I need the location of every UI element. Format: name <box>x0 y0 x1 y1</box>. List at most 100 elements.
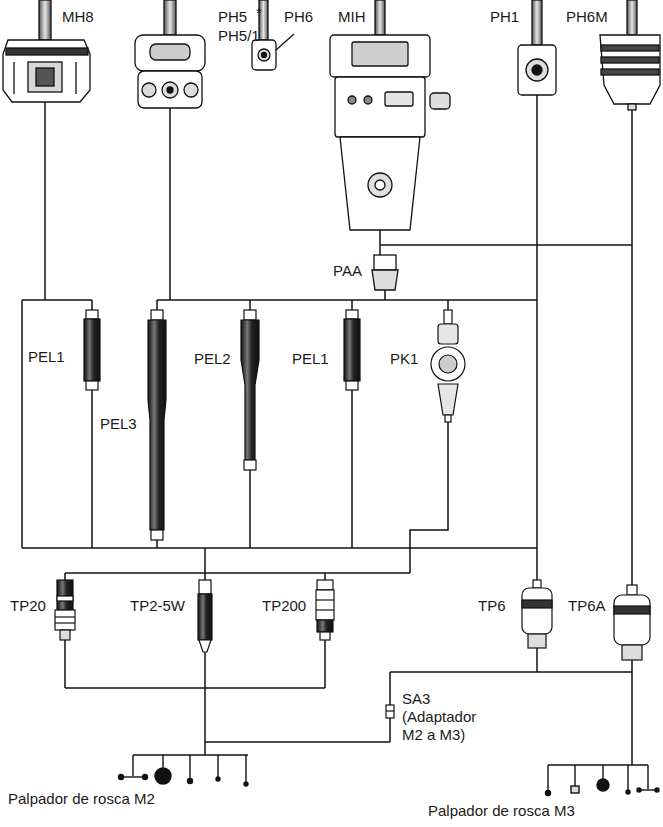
extension-bar-part <box>86 381 98 390</box>
probe-head-part <box>352 42 408 66</box>
probe-head-part <box>276 34 294 50</box>
wire-part <box>631 110 633 585</box>
wire-part <box>380 244 632 246</box>
probe-body-part <box>386 710 394 711</box>
probe-head-part <box>532 0 542 45</box>
probe-head-part <box>600 35 660 104</box>
adaptor-part <box>372 270 398 290</box>
knuckle-joint-part <box>444 310 452 324</box>
wire-part <box>204 652 206 755</box>
head-label: PH5/1 <box>218 27 260 45</box>
probe-body-part <box>522 600 552 608</box>
probe-head-part <box>138 71 202 108</box>
probe-head-part <box>348 96 356 104</box>
probe-head-part <box>628 104 636 110</box>
wire-part <box>324 573 326 580</box>
stylus-caption: Palpador de rosca M2 <box>8 790 155 808</box>
probe-body-part <box>622 645 642 660</box>
wire-part <box>631 660 633 765</box>
wire-part <box>548 764 648 766</box>
probe-body-part <box>199 580 211 594</box>
probe-body-part <box>55 616 75 617</box>
wire-part <box>390 671 632 673</box>
extension-bar-part <box>346 310 358 319</box>
probe-head-part <box>262 53 267 58</box>
probe-head-part <box>150 44 190 60</box>
probe-head-part <box>36 68 54 86</box>
extension-bar-part <box>241 320 259 460</box>
wire-part <box>44 100 46 300</box>
probe-head-part <box>252 40 276 70</box>
probe-head-part <box>335 77 425 137</box>
extension-label: PEL3 <box>100 415 137 433</box>
wire-part <box>379 230 381 255</box>
probe-label: TP2-5W <box>130 597 185 615</box>
probe-head-part <box>532 65 542 75</box>
probe-body-part <box>317 580 333 590</box>
extension-label: PEL1 <box>28 348 65 366</box>
probe-head-part <box>385 92 413 106</box>
extension-bar-part <box>148 320 166 530</box>
adaptor-label: SA3 <box>402 690 430 708</box>
stylus-part <box>162 755 163 768</box>
probe-body-part <box>386 705 394 718</box>
wire-part <box>351 300 353 310</box>
probe-head-part <box>518 45 556 95</box>
stylus-part <box>122 776 144 777</box>
wire-part <box>351 390 353 548</box>
wire-part <box>447 300 449 310</box>
wire-part <box>249 300 251 310</box>
wire-part <box>21 300 23 548</box>
head-label: MH8 <box>62 8 94 26</box>
wire-part <box>65 572 410 574</box>
extension-label: PEL2 <box>194 350 231 368</box>
stylus-part <box>597 779 609 791</box>
extension-bar-part <box>346 381 358 390</box>
probe-label: TP6A <box>568 597 606 615</box>
adaptor <box>372 255 398 290</box>
wire-part <box>65 687 325 689</box>
stylus-part <box>216 777 220 781</box>
stylus-part <box>627 765 628 790</box>
wire-part <box>384 290 386 300</box>
stylus-part <box>647 765 648 789</box>
wire-part <box>389 672 391 705</box>
probe-body-part <box>627 585 637 595</box>
probe-body-part <box>522 588 552 634</box>
probe-body-part <box>55 622 75 623</box>
extension-label: PEL1 <box>292 350 329 368</box>
probe-head-part <box>162 82 178 98</box>
probe-head-part <box>6 48 88 55</box>
probe-label: TP6 <box>478 597 506 615</box>
probe-body-part <box>57 596 73 601</box>
knuckle-joint <box>431 310 465 422</box>
wire-part <box>204 548 206 580</box>
stylus-part <box>155 768 171 784</box>
probe-body-part <box>199 640 211 652</box>
extension-bar-part <box>151 310 163 320</box>
extension-bar-part <box>86 310 98 319</box>
probe-body-part <box>55 610 75 630</box>
head-label: MIH <box>338 8 366 26</box>
probe-label: TP200 <box>262 597 306 615</box>
stylus-part <box>547 765 548 791</box>
probe-body <box>55 580 650 718</box>
wire-part <box>156 300 158 310</box>
adaptor-label: PAA <box>333 262 362 280</box>
wire-part <box>205 741 390 743</box>
stylus-part <box>244 782 248 786</box>
joint-label: PK1 <box>390 350 418 368</box>
probe-body-part <box>320 632 330 640</box>
stylus-part <box>626 790 630 794</box>
stylus-part <box>640 789 656 790</box>
wire-part <box>157 299 537 301</box>
probe-head-part <box>135 35 205 71</box>
probe-body-part <box>60 630 70 640</box>
extension-bar-part <box>344 319 360 381</box>
stylus-part <box>188 779 193 784</box>
probe-head-part <box>258 49 270 61</box>
wire-part <box>91 390 93 548</box>
stylus-part <box>574 765 575 786</box>
